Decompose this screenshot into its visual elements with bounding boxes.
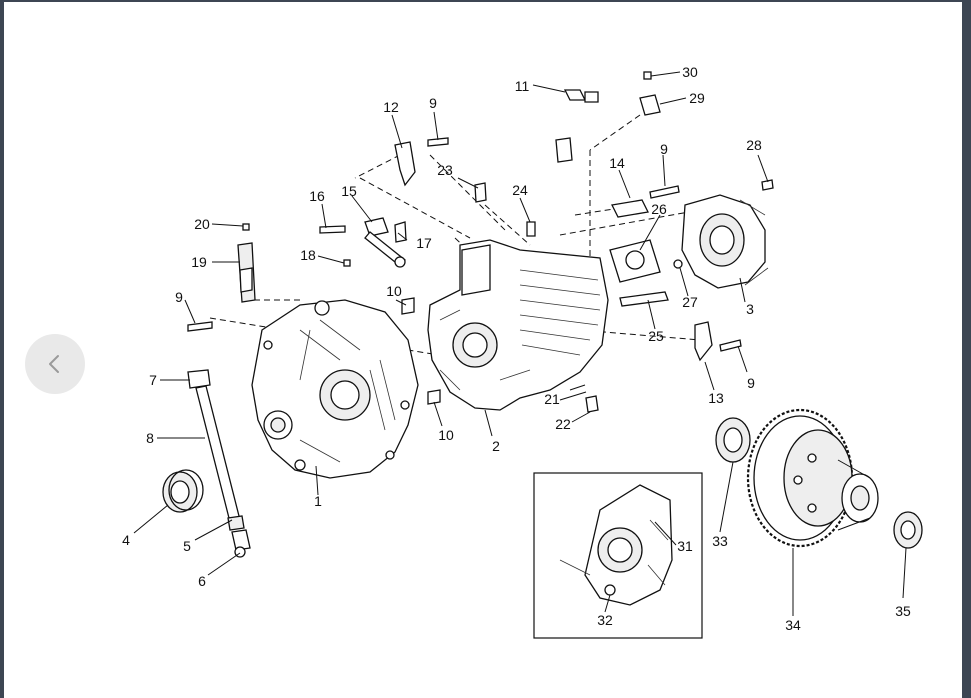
callout-35: 35 [895, 603, 911, 619]
clutch-housing-part-1 [251, 299, 419, 479]
callout-21: 21 [544, 391, 560, 407]
end-cover-part-3 [681, 194, 769, 289]
shaft-assembly-parts-5-6-7-8 [187, 369, 251, 558]
callout-30: 30 [682, 64, 698, 80]
callout-8: 8 [146, 430, 154, 446]
callout-1: 1 [314, 493, 322, 509]
callout-22: 22 [555, 416, 571, 432]
callout-6: 6 [198, 573, 206, 589]
callout-13: 13 [708, 390, 724, 406]
callout-19: 19 [191, 254, 207, 270]
viewer-frame-top [0, 0, 971, 2]
speed-sensor-parts-19-20 [237, 223, 256, 303]
callout-14: 14 [609, 155, 625, 171]
callout-labels: 1 2 3 4 5 6 7 8 9 9 9 9 10 10 11 12 13 1… [122, 64, 911, 633]
callout-32: 32 [597, 612, 613, 628]
callout-26: 26 [651, 201, 667, 217]
previous-image-button[interactable] [25, 334, 85, 394]
callout-5: 5 [183, 538, 191, 554]
viewer-frame-left [0, 0, 4, 698]
axle-seal-part-35 [893, 511, 923, 549]
callout-10-upper: 10 [386, 283, 402, 299]
callout-33: 33 [712, 533, 728, 549]
callout-7: 7 [149, 372, 157, 388]
detail-inset [533, 472, 703, 639]
release-bearing-part-4 [162, 469, 204, 513]
transaxle-case-part-2 [427, 239, 609, 411]
callout-20: 20 [194, 216, 210, 232]
callout-9-top: 9 [429, 95, 437, 111]
callout-4: 4 [122, 532, 130, 548]
leader-lines [133, 71, 907, 616]
callout-12: 12 [383, 99, 399, 115]
callout-27: 27 [682, 294, 698, 310]
callout-9-right: 9 [660, 141, 668, 157]
viewer-frame-right [962, 0, 971, 698]
axle-seal-part-33 [715, 417, 751, 463]
differential-gear-part-34 [746, 408, 879, 548]
callout-2: 2 [492, 438, 500, 454]
fasteners [187, 71, 774, 413]
callout-28: 28 [746, 137, 762, 153]
callout-24: 24 [512, 182, 528, 198]
callout-17: 17 [416, 235, 432, 251]
callout-9-left: 9 [175, 289, 183, 305]
callout-23: 23 [437, 162, 453, 178]
callout-34: 34 [785, 617, 801, 633]
callout-16: 16 [309, 188, 325, 204]
callout-18: 18 [300, 247, 316, 263]
callout-25: 25 [648, 328, 664, 344]
callout-11: 11 [515, 78, 530, 94]
callout-29: 29 [689, 90, 705, 106]
callout-10-lower: 10 [438, 427, 454, 443]
callout-31: 31 [677, 538, 693, 554]
callout-9-lower: 9 [747, 375, 755, 391]
callout-15: 15 [341, 183, 357, 199]
chevron-left-icon [49, 355, 59, 373]
callout-3: 3 [746, 301, 754, 317]
